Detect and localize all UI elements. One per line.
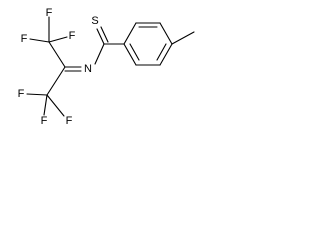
atom-label-f2: F bbox=[21, 33, 28, 45]
atom-label-n: N bbox=[84, 63, 92, 75]
bond-c-f6 bbox=[46, 94, 65, 117]
ring-bond-6 bbox=[123, 43, 137, 66]
bond-c-f5 bbox=[43, 94, 48, 116]
bond-c-f4 bbox=[26, 93, 48, 96]
atom-label-f1: F bbox=[46, 7, 53, 19]
bond-cf3-lower-to-imine-carbon bbox=[46, 66, 66, 96]
ring-bond-1 bbox=[123, 22, 137, 45]
bond-n-thiocarbon bbox=[94, 43, 105, 65]
atom-label-f3: F bbox=[69, 30, 76, 42]
ring-inner-double-3 bbox=[129, 43, 140, 61]
bond-ring-to-methyl bbox=[171, 31, 195, 45]
atom-label-f4: F bbox=[18, 88, 25, 100]
ring-bond-3 bbox=[159, 22, 173, 45]
ring-inner-double-2 bbox=[156, 43, 167, 61]
structure-canvas: F F F N S F F F bbox=[0, 0, 219, 133]
ring-bond-4 bbox=[159, 43, 173, 66]
bond-c-f3 bbox=[48, 36, 68, 43]
chemical-structure-diagram: F F F N S F F F bbox=[18, 7, 195, 127]
atom-label-layer: F F F N S F F F bbox=[18, 7, 99, 127]
atom-label-f5: F bbox=[41, 115, 48, 127]
bond-layer bbox=[26, 16, 195, 117]
bond-c-s-double-b bbox=[100, 26, 109, 43]
bond-c-f2 bbox=[29, 38, 50, 43]
atom-label-s: S bbox=[91, 15, 98, 27]
bond-cf3-upper-to-imine-carbon bbox=[48, 41, 66, 68]
bond-c-s-double-a bbox=[96, 28, 105, 45]
atom-label-n-background bbox=[82, 62, 94, 75]
atom-label-f6: F bbox=[66, 115, 73, 127]
